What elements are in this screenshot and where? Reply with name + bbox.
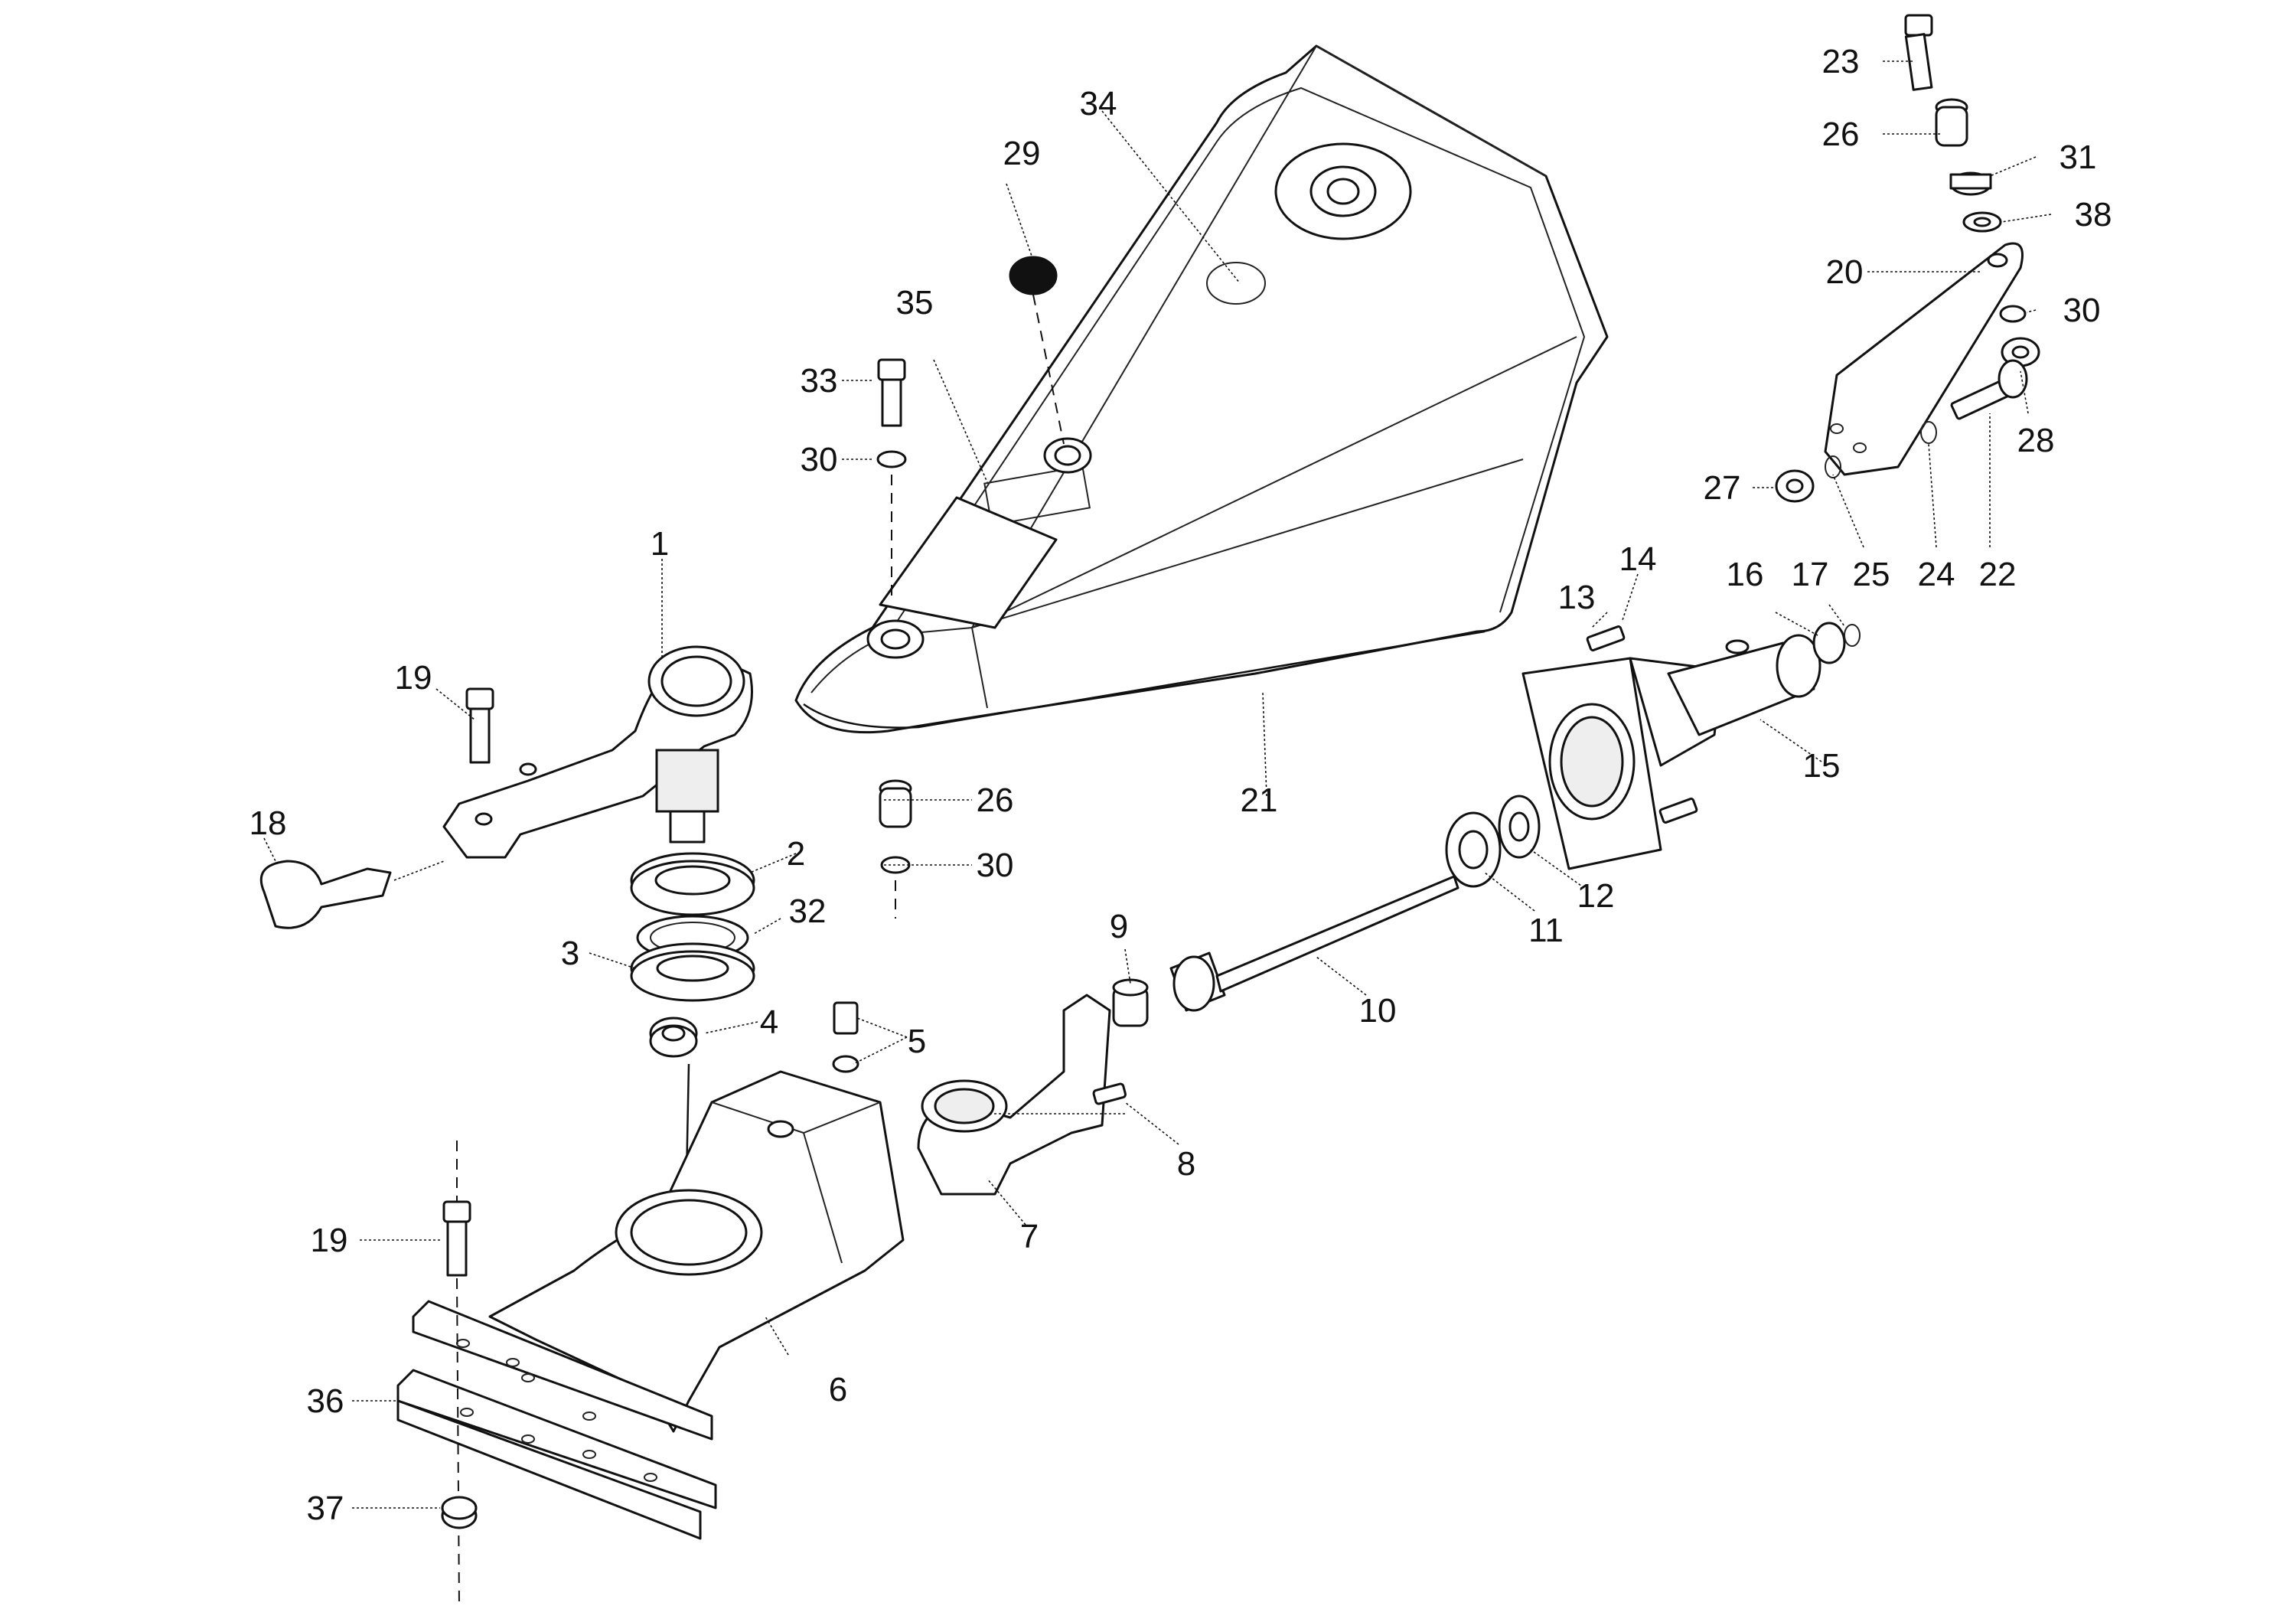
washer-38 [1962, 211, 2002, 233]
callout-25: 25 [1853, 556, 1890, 593]
callout-3: 3 [561, 935, 579, 972]
callout-30-c: 30 [2063, 292, 2101, 329]
callout-15: 15 [1803, 747, 1841, 785]
callout-18: 18 [249, 804, 287, 842]
callout-24: 24 [1918, 556, 1955, 593]
callout-22: 22 [1979, 556, 2017, 593]
circlip-17 [1844, 624, 1861, 647]
ring-12 [1498, 795, 1541, 859]
plug-29 [1009, 256, 1058, 295]
nut-27 [1775, 469, 1815, 503]
callout-32: 32 [789, 893, 827, 930]
callout-26-a: 26 [977, 782, 1014, 819]
callout-35: 35 [896, 284, 934, 321]
callout-28: 28 [2017, 422, 2055, 459]
nut-37 [441, 1496, 478, 1529]
callout-37: 37 [307, 1490, 344, 1527]
ball-joint-18 [259, 860, 445, 929]
callout-11: 11 [1528, 912, 1564, 949]
bearing-11 [1445, 811, 1502, 888]
callout-7: 7 [1020, 1218, 1039, 1255]
callout-5: 5 [908, 1023, 926, 1060]
callouts: 34 29 35 33 30 1 19 18 2 32 3 4 5 26 30 … [249, 43, 2112, 1527]
bolt-19-lower [442, 1141, 471, 1608]
grease-nipple-5 [832, 1001, 859, 1073]
callout-30-a: 30 [801, 441, 838, 478]
callout-12: 12 [1577, 877, 1615, 915]
set-screw-8 [1092, 1082, 1127, 1105]
callout-19-b: 19 [311, 1222, 348, 1259]
callout-13: 13 [1558, 579, 1596, 616]
bushing-26-upper [1935, 98, 1968, 147]
callout-10: 10 [1359, 992, 1397, 1030]
bolt-19-upper [465, 687, 494, 764]
callout-26-b: 26 [1822, 116, 1860, 153]
sleeve-15 [1667, 634, 1821, 736]
bushing-9 [1112, 978, 1149, 1027]
callout-27: 27 [1704, 469, 1741, 507]
callout-34: 34 [1080, 85, 1117, 122]
callout-29: 29 [1003, 135, 1041, 172]
washer-25 [1825, 455, 1841, 478]
bolt-33 [876, 358, 907, 597]
bracket-20 [1824, 242, 2024, 476]
callout-20: 20 [1826, 253, 1864, 291]
callout-1: 1 [651, 525, 669, 563]
callout-4: 4 [760, 1004, 778, 1041]
callout-33: 33 [801, 362, 838, 400]
bolt-22 [1950, 359, 2028, 420]
housing-cover-21 [794, 44, 1609, 734]
washer-24 [1920, 421, 1937, 444]
callout-16: 16 [1727, 556, 1764, 593]
shaft-10 [1169, 875, 1459, 1012]
callout-6: 6 [829, 1371, 847, 1408]
leader-lines [263, 60, 2052, 1509]
crank-arm-7 [917, 994, 1111, 1196]
nut-28 [2001, 337, 2040, 367]
callout-21: 21 [1241, 782, 1278, 819]
callout-9: 9 [1110, 908, 1128, 945]
plate-36 [396, 1300, 717, 1540]
callout-36: 36 [307, 1382, 344, 1420]
callout-8: 8 [1177, 1145, 1195, 1183]
callout-31: 31 [2060, 139, 2097, 176]
callout-17: 17 [1792, 556, 1829, 593]
callout-2: 2 [787, 835, 805, 873]
ring-16 [1812, 622, 1846, 664]
bushing-26-lower [879, 779, 912, 919]
callout-19-a: 19 [395, 659, 432, 697]
washer-30-upper [1999, 305, 2027, 323]
arm-lever-1 [442, 645, 753, 859]
flange-housing [1521, 657, 1724, 870]
spacer-31 [1949, 171, 1992, 196]
callout-23: 23 [1822, 43, 1860, 80]
gearbox-housing-6 [488, 1070, 905, 1433]
callout-38: 38 [2075, 196, 2112, 233]
bearing-stack [630, 852, 755, 1256]
bolt-23 [1904, 14, 1933, 91]
callout-30-b: 30 [977, 847, 1014, 884]
callout-14: 14 [1619, 540, 1657, 578]
